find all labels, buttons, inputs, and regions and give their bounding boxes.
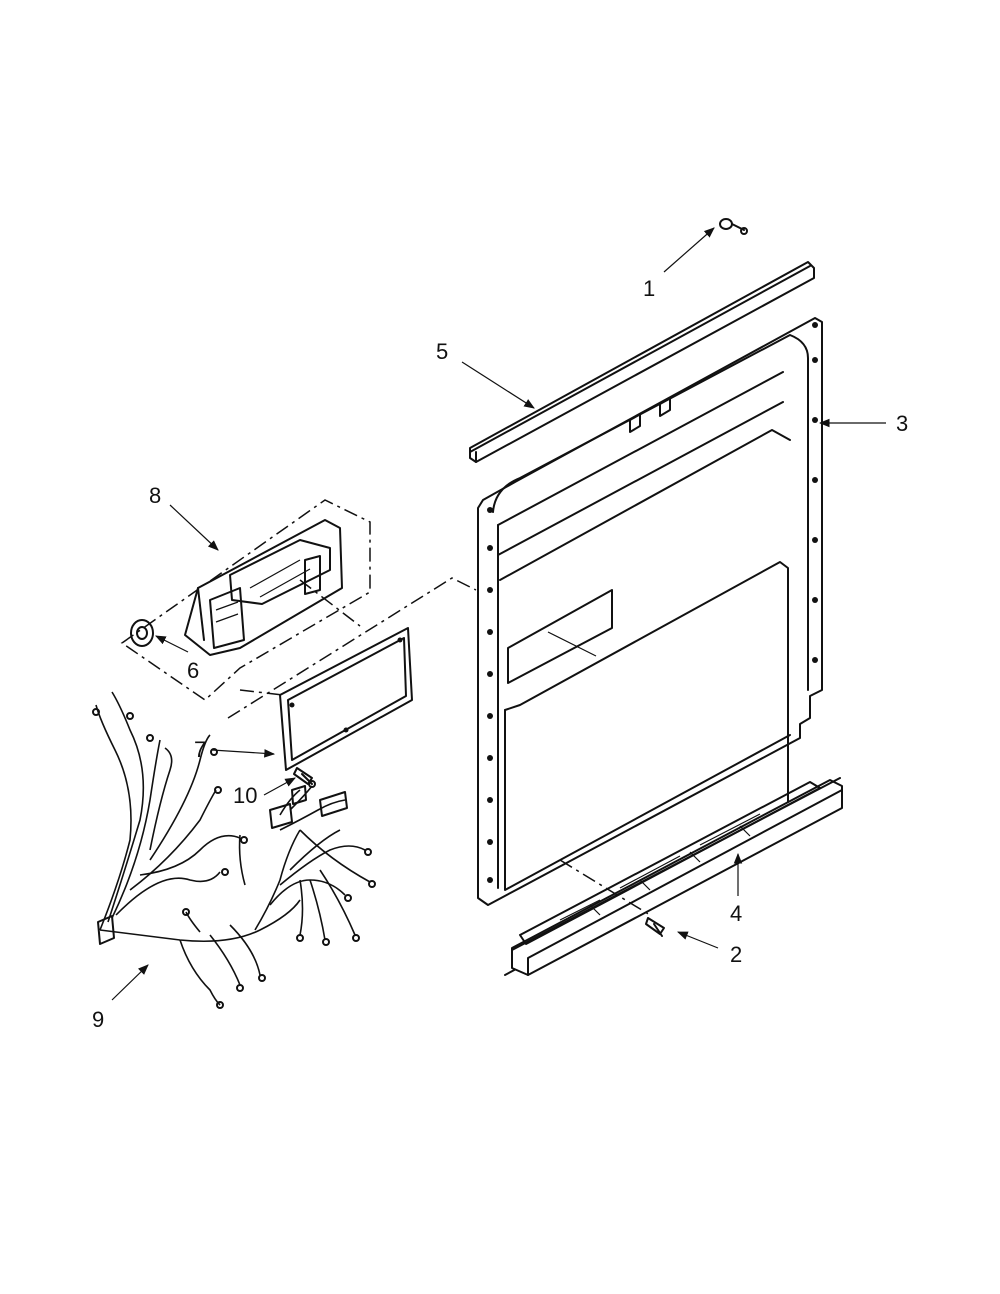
top-trim-strip xyxy=(469,261,815,463)
bottom-vent-strip xyxy=(511,777,843,976)
assembly-lines xyxy=(227,577,651,916)
callout-4: 4 xyxy=(730,901,742,926)
callout-5: 5 xyxy=(436,339,448,364)
callout-2: 2 xyxy=(730,942,742,967)
knob-part-6 xyxy=(130,619,154,647)
callout-3: 3 xyxy=(896,411,908,436)
wiring-harness xyxy=(92,691,376,1009)
callout-labels: 1 5 3 8 6 7 10 4 2 9 xyxy=(92,276,908,1032)
control-module xyxy=(120,499,371,701)
inner-door-panel xyxy=(477,317,823,976)
leader-lines xyxy=(111,227,886,1001)
screw-part-1 xyxy=(719,218,748,235)
callout-7: 7 xyxy=(194,737,206,762)
callout-8: 8 xyxy=(149,483,161,508)
callout-10: 10 xyxy=(233,783,257,808)
panel-gasket xyxy=(279,627,413,771)
callout-9: 9 xyxy=(92,1007,104,1032)
callout-6: 6 xyxy=(187,658,199,683)
screw-part-2 xyxy=(645,917,665,937)
callout-1: 1 xyxy=(643,276,655,301)
